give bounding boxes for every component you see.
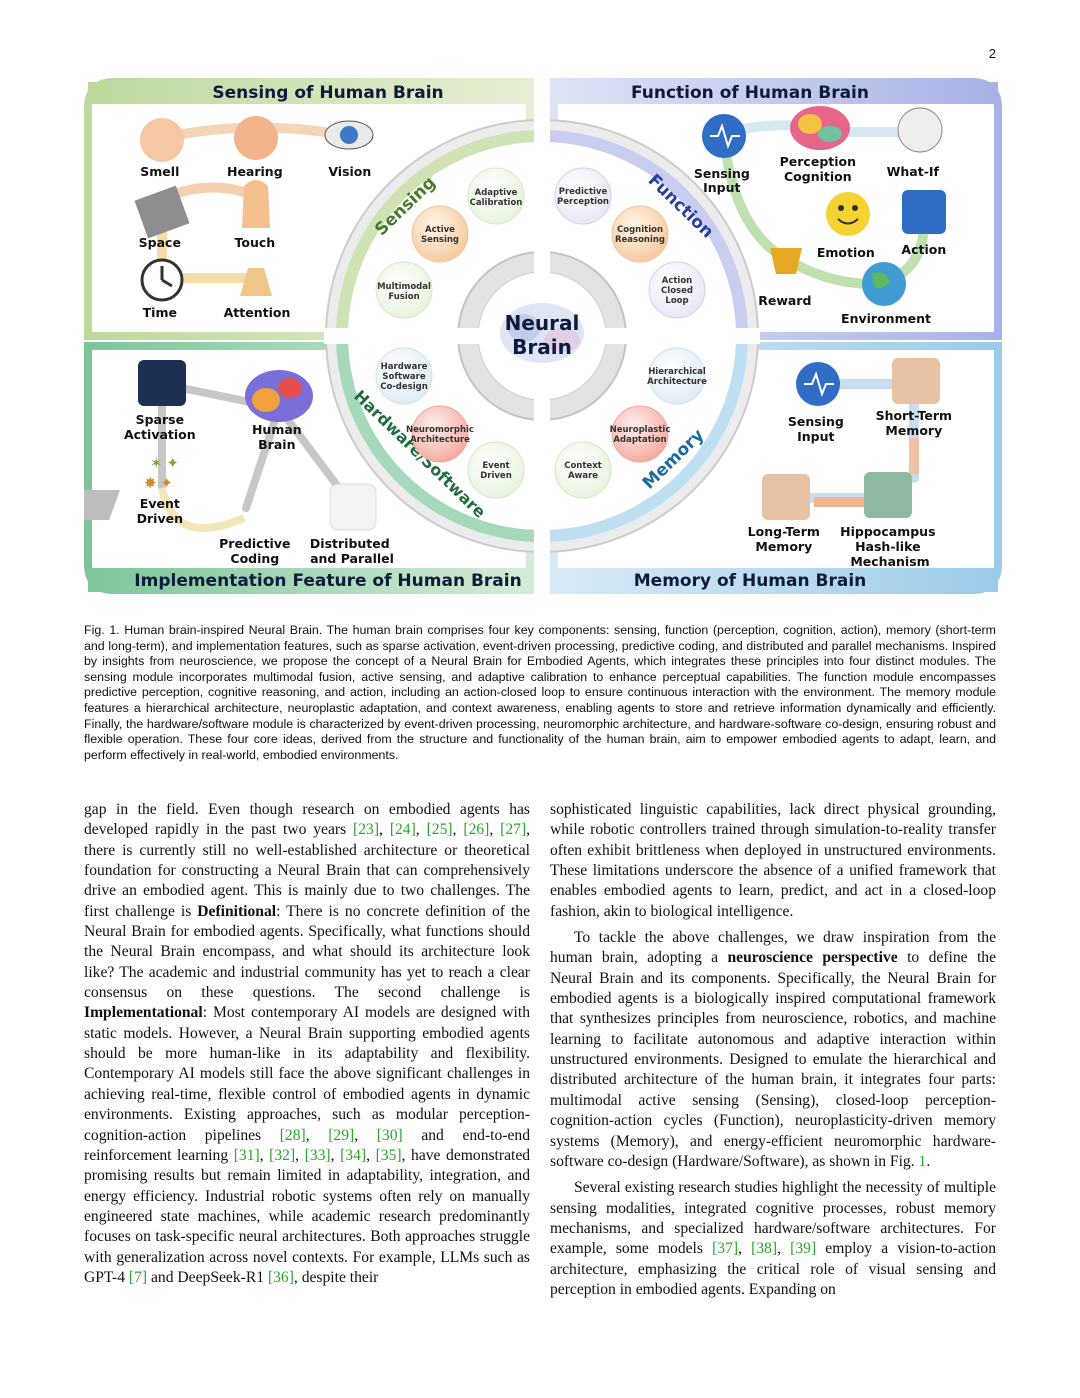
smell-icon (140, 118, 184, 162)
citation-link[interactable]: [32] (269, 1146, 296, 1164)
paragraph: Several existing research studies highli… (550, 1179, 997, 1298)
bold-term: neuroscience perspective (727, 949, 898, 967)
citation-link[interactable]: 1 (918, 1152, 927, 1170)
citation-link[interactable]: [24] (389, 821, 416, 839)
svg-text:Sensing Input Shor: Sensing Input Short-Term Memory Long-Ter… (748, 408, 957, 569)
citation-link[interactable]: [33] (304, 1146, 331, 1164)
center-label-line2: Brain (512, 335, 572, 359)
attention-icon (240, 268, 272, 296)
right-column: sophisticated linguistic capabilities, l… (550, 800, 996, 1300)
neural-brain-figure: Sensing of Human Brain Function of Human… (84, 78, 1002, 594)
long-term-memory-icon (762, 474, 810, 520)
emotion-icon (826, 192, 870, 236)
citation-link[interactable]: [23] (353, 821, 380, 839)
citation-link[interactable]: [7] (128, 1268, 148, 1286)
svg-text:✸ ✦: ✸ ✦ (144, 476, 173, 492)
space-icon (134, 185, 190, 239)
citation-link[interactable]: [30] (376, 1126, 403, 1144)
short-term-memory-icon (892, 358, 940, 404)
citation-link[interactable]: [25] (426, 821, 453, 839)
sensing-title: Sensing of Human Brain (212, 83, 443, 103)
bold-term: Definitional (197, 902, 277, 920)
citation-link[interactable]: [39] (790, 1240, 817, 1258)
citation-link[interactable]: [31] (233, 1146, 260, 1164)
sensing-items: Smell Hearing Vision Space Touch Time At… (134, 116, 376, 320)
paragraph: To tackle the above challenges, we draw … (550, 929, 997, 1170)
citation-link[interactable]: [35] (375, 1146, 402, 1164)
function-title: Function of Human Brain (631, 83, 869, 103)
action-icon (902, 190, 946, 234)
svg-text:Sparse Activation: Sparse Activation Human Brain Event Driv… (124, 412, 394, 566)
implementation-title: Implementation Feature of Human Brain (134, 571, 521, 591)
citation-link[interactable]: [37] (712, 1240, 739, 1258)
citation-link[interactable]: [26] (463, 821, 490, 839)
page-number: 2 (988, 46, 996, 61)
paragraph: gap in the field. Even though research o… (84, 801, 531, 1286)
paragraph: sophisticated linguistic capabilities, l… (550, 801, 996, 920)
event-driven-icon: ✶ ✦ (150, 456, 179, 472)
citation-link[interactable]: [36] (267, 1268, 294, 1286)
brain-image (500, 303, 584, 363)
predictive-coding-icon (84, 490, 121, 520)
svg-text:Smell Hearing Visi: Smell Hearing Vision Space Touch Time At… (139, 164, 376, 320)
what-if-icon (897, 107, 943, 153)
citation-link[interactable]: [34] (340, 1146, 367, 1164)
citation-link[interactable]: [27] (500, 821, 527, 839)
implementation-items: ✶ ✦ ✸ ✦ Sparse Activation Human Brain Ev… (84, 360, 394, 566)
memory-title: Memory of Human Brain (634, 571, 867, 591)
memory-items: Sensing Input Short-Term Memory Long-Ter… (748, 358, 957, 569)
left-column: gap in the field. Even though research o… (84, 800, 530, 1288)
distributed-parallel-icon (329, 483, 377, 531)
svg-text:Sensing Input Perc: Sensing Input Perception Cognition What-… (694, 154, 951, 326)
center-label-line1: Neural (505, 311, 580, 335)
figure-caption: Fig. 1. Human brain-inspired Neural Brai… (84, 623, 996, 762)
hearing-icon (234, 116, 278, 160)
bold-term: Implementational (84, 1004, 203, 1022)
citation-link[interactable]: [29] (328, 1126, 355, 1144)
citation-link[interactable]: [38] (751, 1240, 778, 1258)
touch-icon (242, 180, 270, 228)
sparse-activation-icon (138, 360, 186, 406)
citation-link[interactable]: [28] (279, 1126, 306, 1144)
function-items: Sensing Input Perception Cognition What-… (694, 106, 951, 326)
reward-icon (770, 248, 802, 274)
hippocampus-icon (864, 472, 912, 518)
